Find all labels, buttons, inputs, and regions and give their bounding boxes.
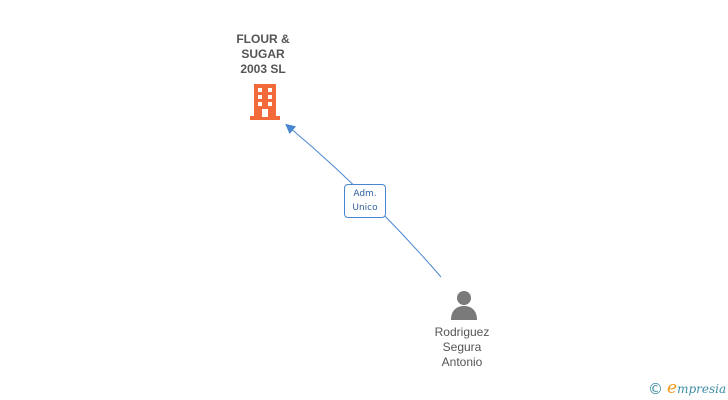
person-name[interactable]: Rodriguez Segura Antonio xyxy=(412,325,512,370)
person-name-line: Rodriguez xyxy=(434,325,490,339)
logo-initial: e xyxy=(667,378,678,398)
empresia-logo: e mpresia xyxy=(667,378,727,398)
company-name[interactable]: FLOUR & SUGAR 2003 SL xyxy=(213,32,313,77)
logo-text: mpresia xyxy=(677,382,727,396)
empresia-watermark: © e mpresia xyxy=(648,380,726,398)
person-name-line: Antonio xyxy=(441,355,483,369)
company-name-line: FLOUR & xyxy=(236,32,290,46)
company-name-line: 2003 SL xyxy=(240,62,286,76)
role-line: Adm. xyxy=(353,189,377,199)
building-icon[interactable] xyxy=(248,84,282,120)
company-name-line: SUGAR xyxy=(241,47,285,61)
copyright-icon: © xyxy=(648,379,663,398)
person-icon[interactable] xyxy=(449,290,479,320)
role-badge[interactable]: Adm. Unico xyxy=(344,184,386,218)
person-name-line: Segura xyxy=(442,340,482,354)
role-line: Unico xyxy=(352,203,378,213)
